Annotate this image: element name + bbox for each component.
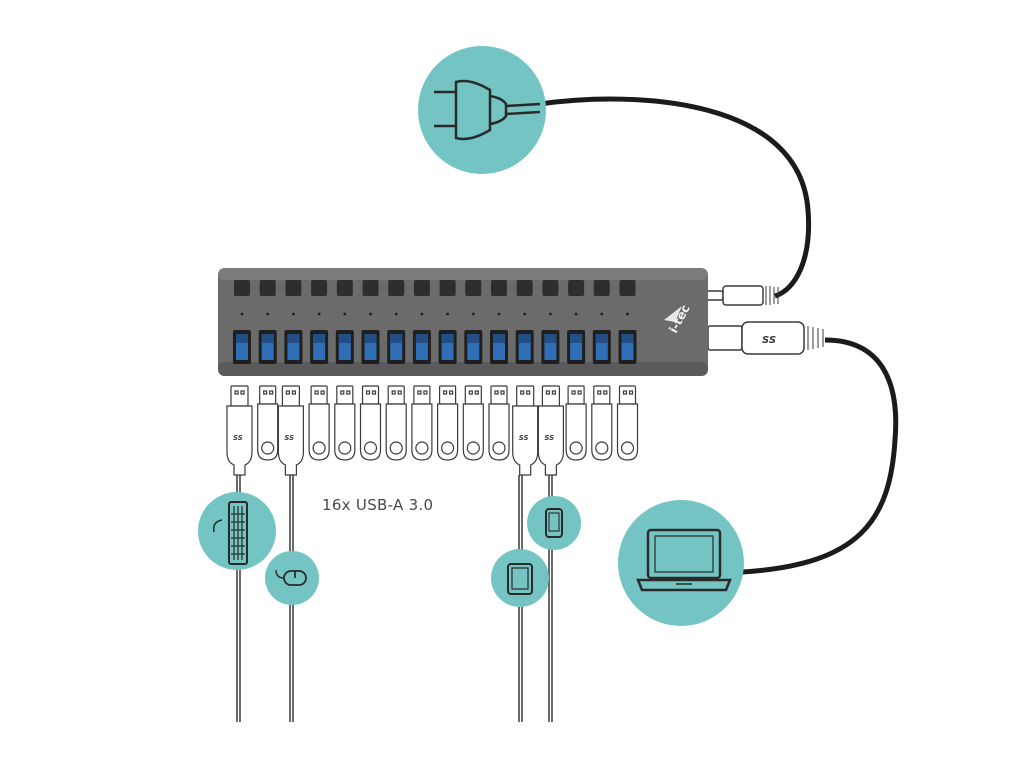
usb-port-9[interactable] — [438, 330, 457, 364]
usb-a-plug-14 — [565, 385, 587, 461]
port-led-16 — [626, 312, 629, 316]
usb-badge: SS — [233, 434, 243, 442]
port-led-12 — [523, 312, 527, 316]
power-switch-13[interactable] — [542, 280, 559, 296]
tablet-circle — [491, 549, 549, 607]
port-led-8 — [420, 312, 424, 316]
usb-a-plug-7 — [385, 385, 407, 461]
tablet-icon — [507, 563, 533, 595]
usb-port-1[interactable] — [233, 330, 251, 364]
usb-port-8[interactable] — [412, 330, 431, 364]
usb-port-11[interactable] — [490, 330, 508, 364]
port-led-14 — [574, 312, 578, 316]
usb-port-2[interactable] — [258, 330, 277, 364]
usb-port-7[interactable] — [387, 330, 406, 364]
power-switch-6[interactable] — [362, 280, 379, 296]
port-led-3 — [292, 312, 295, 316]
usb-port-5[interactable] — [335, 330, 354, 364]
usb-a-plug-2 — [257, 385, 279, 461]
power-switch-5[interactable] — [336, 280, 353, 296]
power-switch-8[interactable] — [413, 280, 430, 296]
usb-a-plug-4 — [308, 385, 330, 461]
usb-a-plug-connected-13: SS — [537, 385, 564, 476]
power-switch-10[interactable] — [465, 280, 482, 296]
mouse-icon — [275, 569, 307, 586]
port-led-11 — [497, 312, 501, 316]
port-count-caption: 16x USB-A 3.0 — [322, 496, 434, 514]
usb-a-plug-connected-1: SS — [226, 385, 253, 476]
power-switch-4[interactable] — [311, 280, 328, 296]
usb-port-14[interactable] — [567, 330, 586, 364]
upstream-usb-connector: SS — [707, 321, 824, 355]
port-led-6 — [369, 312, 372, 316]
laptop-circle — [618, 500, 744, 626]
power-switch-3[interactable] — [285, 280, 302, 296]
keyboard-icon — [212, 501, 248, 565]
usb-port-4[interactable] — [310, 330, 329, 364]
dc-power-jack — [702, 285, 779, 306]
usb-port-row — [233, 330, 637, 364]
usb-a-plug-8 — [411, 385, 433, 461]
port-led-5 — [343, 312, 347, 316]
usb-badge: SS — [519, 434, 529, 442]
usb-port-16[interactable] — [618, 330, 637, 364]
power-cable — [539, 96, 812, 299]
laptop-icon — [636, 528, 732, 592]
led-row — [240, 312, 629, 316]
usb-a-plug-connected-12: SS — [512, 385, 539, 476]
power-switch-12[interactable] — [516, 280, 533, 296]
usb-a-plug-9 — [437, 385, 459, 461]
usb-a-plug-16 — [616, 385, 639, 461]
port-led-10 — [471, 312, 475, 316]
power-switch-14[interactable] — [568, 280, 585, 296]
keyboard-circle — [198, 492, 276, 570]
power-switch-9[interactable] — [439, 280, 456, 296]
power-switch-7[interactable] — [388, 280, 405, 296]
usb-badge: SS — [544, 434, 554, 442]
usb-port-3[interactable] — [284, 330, 303, 364]
usb-port-6[interactable] — [361, 330, 380, 364]
usb-a-plug-11 — [488, 385, 510, 461]
usb-port-15[interactable] — [592, 330, 611, 364]
usb-a-plug-connected-3: SS — [277, 385, 304, 476]
power-switch-16[interactable] — [619, 280, 636, 296]
usb-a-plug-10 — [462, 385, 484, 461]
smartphone-circle — [527, 496, 581, 550]
usb-port-13[interactable] — [541, 330, 560, 364]
port-led-4 — [317, 312, 321, 316]
usb-port-10[interactable] — [464, 330, 483, 364]
usb-port-12[interactable] — [515, 330, 534, 364]
usb-hub: i-tec — [218, 268, 708, 376]
port-led-7 — [394, 312, 398, 316]
usb-badge: SS — [762, 335, 776, 346]
power-switch-15[interactable] — [593, 280, 610, 296]
port-led-9 — [446, 312, 449, 316]
power-switch-2[interactable] — [259, 280, 276, 296]
mouse-circle — [265, 551, 319, 605]
port-led-2 — [266, 312, 270, 316]
power-plug-circle — [418, 46, 546, 174]
power-switch-row — [234, 280, 636, 296]
usb-a-plug-15 — [591, 385, 613, 461]
usb-a-plug-6 — [359, 385, 382, 461]
port-led-13 — [549, 312, 552, 316]
usb-badge: SS — [284, 434, 294, 442]
power-switch-1[interactable] — [234, 280, 250, 296]
port-led-1 — [240, 312, 244, 316]
port-led-15 — [600, 312, 604, 316]
smartphone-icon — [545, 508, 563, 538]
usb-a-plug-5 — [334, 385, 356, 461]
upstream-cable — [741, 337, 899, 575]
usb-plug-row: SS SS SS SS — [226, 385, 639, 476]
power-plug-icon — [434, 79, 541, 141]
power-switch-11[interactable] — [491, 280, 507, 296]
